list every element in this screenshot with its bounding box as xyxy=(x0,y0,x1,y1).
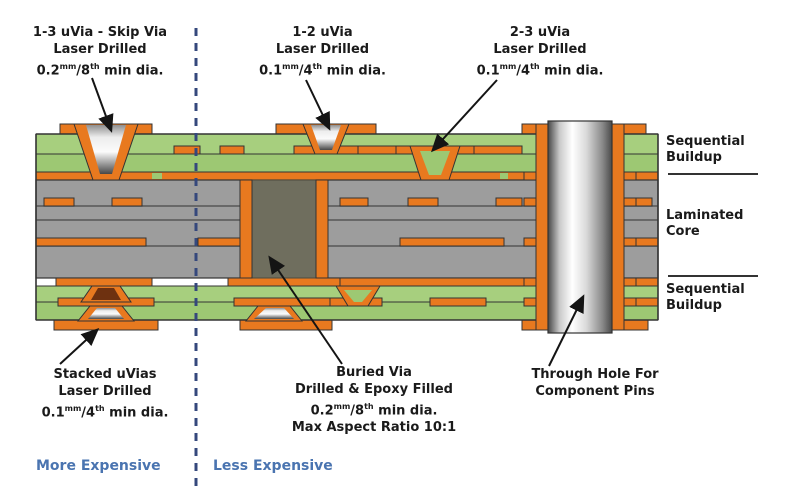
label-line: 0.1mm/4th min dia. xyxy=(41,404,169,421)
label-buried-via: Buried Via Drilled & Epoxy Filled 0.2mm/… xyxy=(259,364,489,436)
arrow-stacked-uvias xyxy=(59,327,100,365)
label-line: 0.1mm/4th min dia. xyxy=(476,62,604,79)
arrow-uvia-1-2 xyxy=(305,79,331,131)
bottom-microvia xyxy=(244,305,304,322)
arrow-skip-via xyxy=(91,77,114,133)
label-sequential-buildup-top: Sequential Buildup xyxy=(666,134,745,165)
label-more-expensive: More Expensive xyxy=(36,458,161,474)
label-line: Laser Drilled xyxy=(493,42,587,57)
label-through-hole: Through Hole For Component Pins xyxy=(500,366,690,400)
label-line: 0.2mm/8th min dia. xyxy=(36,62,164,79)
label-skip-via: 1-3 uVia - Skip Via Laser Drilled 0.2mm/… xyxy=(5,24,195,79)
microvia-1-2 xyxy=(302,123,350,155)
label-line: 0.1mm/4th min dia. xyxy=(259,62,386,79)
label-line: 2-3 uVia xyxy=(509,25,571,40)
bottom-open-microvia xyxy=(335,285,381,307)
label-less-expensive: Less Expensive xyxy=(213,458,333,474)
skip-via-1-3 xyxy=(73,123,139,181)
arrow-uvia-2-3 xyxy=(430,79,498,153)
label-line: 0.2mm/8th min dia. xyxy=(310,402,438,419)
buried-via xyxy=(239,179,329,279)
label-line: Buried Via xyxy=(336,365,412,380)
label-line: Drilled & Epoxy Filled xyxy=(295,382,453,397)
label-line: Laser Drilled xyxy=(58,384,152,399)
label-sequential-buildup-bottom: Sequential Buildup xyxy=(666,282,745,313)
arrow-through-hole xyxy=(548,294,585,367)
label-laminated-core: Laminated Core xyxy=(666,208,744,239)
arrow-buried-via xyxy=(268,255,343,365)
label-uvia-1-2: 1-2 uVia Laser Drilled 0.1mm/4th min dia… xyxy=(235,24,410,79)
label-line: 1-3 uVia - Skip Via xyxy=(32,25,168,40)
epoxy-fill xyxy=(251,179,317,279)
stacked-microvias xyxy=(76,285,136,322)
label-line: Stacked uVias xyxy=(53,367,157,382)
through-hole xyxy=(523,120,637,334)
label-line: Laser Drilled xyxy=(275,42,370,57)
label-uvia-2-3: 2-3 uVia Laser Drilled 0.1mm/4th min dia… xyxy=(452,24,628,79)
label-line: 1-2 uVia xyxy=(292,25,353,40)
label-line: Through Hole For xyxy=(531,367,659,382)
label-line: Component Pins xyxy=(535,384,655,399)
label-stacked-uvias: Stacked uVias Laser Drilled 0.1mm/4th mi… xyxy=(15,366,195,421)
label-line: Laser Drilled xyxy=(53,42,147,57)
annotation-arrows xyxy=(59,77,585,367)
label-line: Max Aspect Ratio 10:1 xyxy=(291,420,457,436)
